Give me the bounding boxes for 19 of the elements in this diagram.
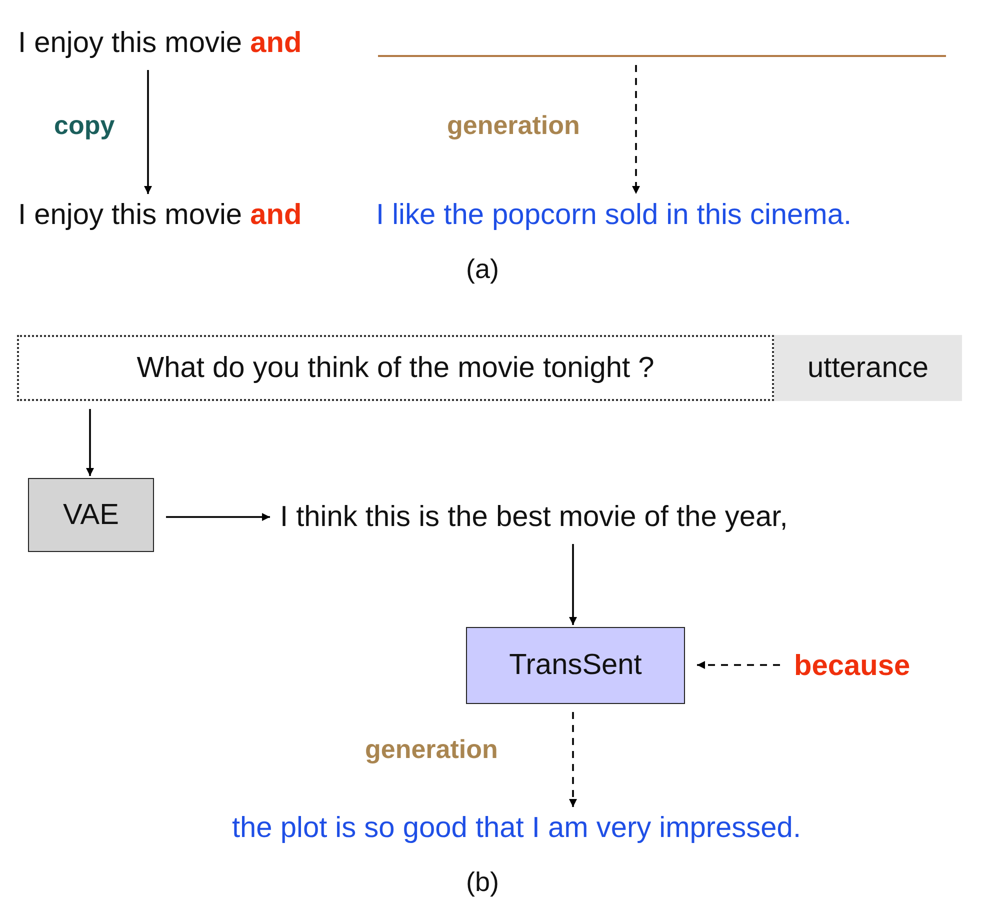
panel-caption: (b) (466, 867, 499, 898)
sentence-text: I think this is the best movie of the year, (280, 498, 930, 536)
arrow (632, 65, 640, 194)
utterance-box: What do you think of the movie tonight ? (17, 335, 774, 401)
panel-caption: (a) (466, 254, 499, 285)
arrow (569, 544, 577, 625)
arrow (569, 712, 577, 807)
arrow (144, 70, 152, 194)
sentence-text: I enjoy this movie and (18, 196, 374, 234)
sentence-text: I like the popcorn sold in this cinema. (376, 196, 976, 234)
utterance-tag: utterance (774, 335, 962, 401)
process-box: VAE (28, 478, 154, 552)
arrow (697, 661, 780, 669)
process-box: TransSent (466, 627, 685, 704)
arrow (86, 409, 94, 476)
arrow (166, 513, 270, 521)
sentence-text: I enjoy this movie and (18, 24, 378, 62)
keyword-text: because (794, 647, 954, 685)
sentence-text: the plot is so good that I am very impressed. (232, 809, 952, 847)
